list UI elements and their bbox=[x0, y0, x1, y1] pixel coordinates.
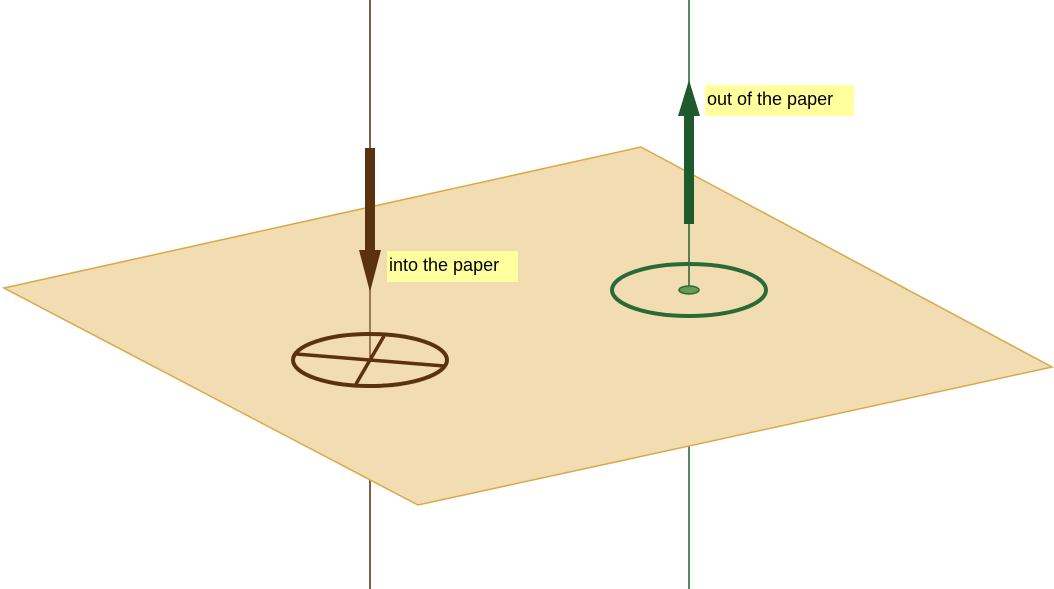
out-arrow bbox=[678, 80, 700, 224]
into-label-background bbox=[387, 251, 518, 282]
out-arrow-shaft bbox=[684, 112, 694, 224]
out-label-text: out of the paper bbox=[707, 89, 833, 109]
out-dot bbox=[678, 285, 700, 295]
into-cross-line-2 bbox=[354, 335, 386, 385]
into-label: into the paper bbox=[387, 251, 518, 282]
into-paper-symbol bbox=[291, 332, 449, 388]
out-label: out of the paper bbox=[705, 85, 854, 116]
into-arrow-shaft bbox=[365, 148, 375, 252]
into-label-text: into the paper bbox=[389, 255, 499, 275]
paper-plane bbox=[1, 146, 1054, 506]
into-circle bbox=[291, 332, 449, 388]
out-circle bbox=[610, 262, 768, 318]
out-arrow-head bbox=[678, 80, 700, 116]
out-label-background bbox=[705, 85, 854, 116]
into-arrow bbox=[359, 148, 381, 292]
into-arrow-head bbox=[359, 250, 381, 292]
out-paper-symbol bbox=[610, 262, 768, 318]
